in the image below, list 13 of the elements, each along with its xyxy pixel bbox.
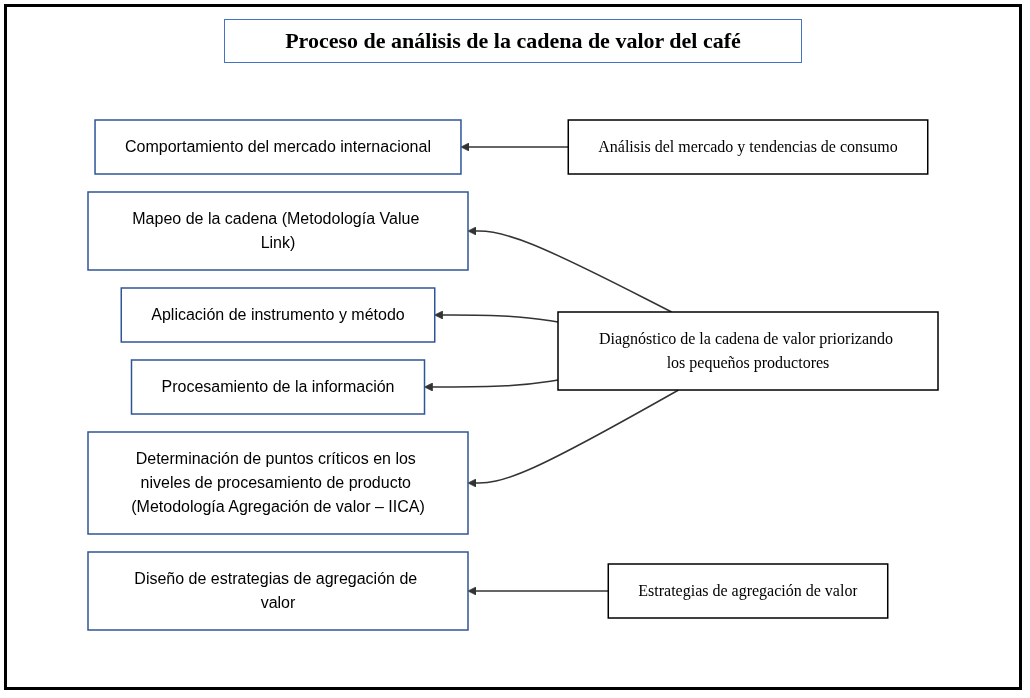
node-box: Procesamiento de la información [130, 358, 426, 415]
arrow [460, 142, 569, 151]
node-box: Determinación de puntos críticos en los niveles de procesamiento de producto (Metodología Agregación de valor – IICA) [87, 430, 469, 535]
node-box: Estrategias de agregación de valor [607, 562, 889, 619]
node-box: Diseño de estrategias de agregación de valor [87, 550, 469, 631]
title-box: Proceso de análisis de la cadena de valor del café [224, 19, 802, 63]
node-box: Aplicación de instrumento y método [120, 286, 436, 343]
node-box: Mapeo de la cadena (Metodología Value Link) [87, 190, 469, 271]
arrow [434, 310, 559, 323]
node-box: Diagnóstico de la cadena de valor priorizando los pequeños productores [557, 310, 939, 391]
node-box: Análisis del mercado y tendencias de consumo [567, 118, 929, 175]
arrow [424, 378, 559, 391]
node-box: Comportamiento del mercado internacional [94, 118, 462, 175]
